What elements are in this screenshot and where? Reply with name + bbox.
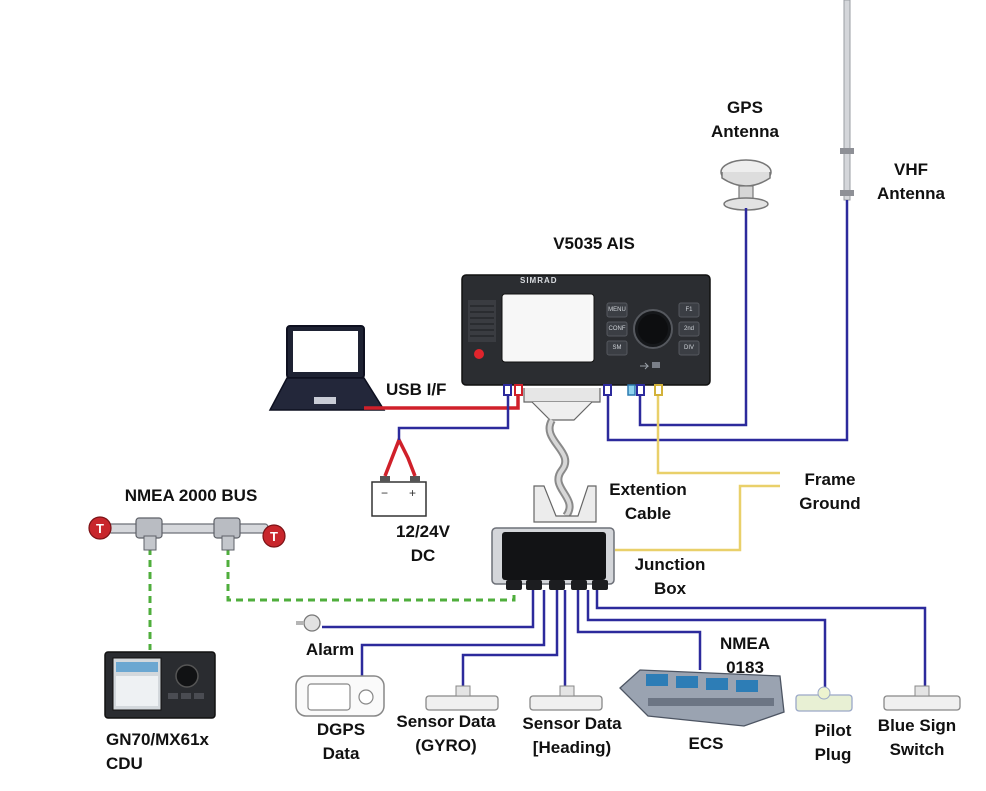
junction-box-label-line1: Junction <box>634 555 706 574</box>
cdu-label: GN70/MX61x CDU <box>106 728 209 776</box>
laptop-icon <box>268 325 386 411</box>
usb-label: USB I/F <box>386 380 447 399</box>
nmea0183-label-line2: 0183 <box>726 658 764 677</box>
dgps-label-line1: DGPS <box>316 720 366 739</box>
nmea2000-backbone: T T <box>88 516 286 551</box>
ais-unit-label: V5035 AIS <box>553 234 635 253</box>
frame-ground-label: Frame Ground <box>780 468 880 516</box>
ais-sm-button[interactable]: SM <box>612 345 622 351</box>
cdu-device <box>104 651 216 719</box>
junction-box <box>491 527 615 590</box>
ais-conf-button[interactable]: CONF <box>608 326 626 332</box>
power-label: 12/24V DC <box>378 520 468 568</box>
gps-antenna-label-line1: GPS <box>727 98 763 117</box>
pilot-plug <box>795 686 853 712</box>
ecs-label: ECS <box>688 734 724 753</box>
gyro-label-line1: Sensor Data <box>396 712 496 731</box>
gyro-label: Sensor Data (GYRO) <box>384 710 508 758</box>
gyro-sensor <box>425 685 499 711</box>
dgps-label: DGPS Data <box>296 718 386 766</box>
blue-sign-label-line2: Switch <box>889 740 945 759</box>
nmea0183-label-line1: NMEA <box>719 634 771 653</box>
alarm-label: Alarm <box>305 640 355 659</box>
dgps-label-line2: Data <box>322 744 360 763</box>
gyro-label-line2: (GYRO) <box>415 736 477 755</box>
extension-cable-label-line1: Extention <box>609 480 687 499</box>
power-label-line1: 12/24V <box>396 522 450 541</box>
ais-div-button[interactable]: DIV <box>683 345 694 351</box>
heading-label-line1: Sensor Data <box>522 714 622 733</box>
ais-f1-button[interactable]: F1 <box>685 307 693 313</box>
ecs-console <box>619 669 785 727</box>
svg-text:T: T <box>96 521 104 536</box>
ground-cables <box>615 390 780 552</box>
vhf-antenna <box>840 0 854 201</box>
ais-unit <box>461 274 711 386</box>
vhf-antenna-label-line1: VHF <box>894 160 928 179</box>
ais-menu-button[interactable]: MENU <box>608 307 626 313</box>
blue-sign-label-line1: Blue Sign <box>877 716 957 735</box>
pilot-plug-label-line1: Pilot <box>814 721 852 740</box>
extension-cable-label-line2: Cable <box>624 504 672 523</box>
gps-antenna-label: GPS Antenna <box>690 96 800 144</box>
extension-cable-label: Extention Cable <box>596 478 700 526</box>
blue-sign-label: Blue Sign Switch <box>864 714 970 762</box>
cdu-label-line2: CDU <box>106 754 143 773</box>
ais-2nd-button[interactable]: 2nd <box>683 326 694 332</box>
svg-text:+: + <box>409 486 416 500</box>
gps-antenna-label-line2: Antenna <box>711 122 779 141</box>
dgps-device <box>295 675 385 717</box>
svg-text:−: − <box>381 486 388 500</box>
frame-ground-label-line1: Frame <box>804 470 856 489</box>
heading-label: Sensor Data [Heading) <box>510 712 634 760</box>
junction-box-label: Junction Box <box>620 553 720 601</box>
extension-cable <box>523 388 601 523</box>
nmea2000-label: NMEA 2000 BUS <box>124 486 258 505</box>
pilot-plug-label: Pilot Plug <box>796 719 870 767</box>
ais-connectors <box>503 384 663 396</box>
battery-icon: − + <box>371 476 427 517</box>
svg-text:T: T <box>270 529 278 544</box>
pilot-plug-label-line2: Plug <box>814 745 852 764</box>
vhf-antenna-label: VHF Antenna <box>856 158 966 206</box>
heading-label-line2: [Heading) <box>532 738 612 757</box>
data-cables <box>322 200 927 690</box>
nmea2000-drop-cables <box>148 548 516 650</box>
frame-ground-label-line2: Ground <box>799 494 861 513</box>
junction-box-label-line2: Box <box>653 579 687 598</box>
vhf-antenna-label-line2: Antenna <box>877 184 945 203</box>
alarm-icon <box>296 614 321 632</box>
ais-brand-text: SIMRAD <box>520 276 558 285</box>
power-label-line2: DC <box>410 546 436 565</box>
nmea0183-label: NMEA 0183 <box>700 632 790 680</box>
heading-sensor <box>529 685 603 711</box>
blue-sign-switch <box>883 685 961 711</box>
gps-antenna <box>720 159 772 211</box>
cdu-label-line1: GN70/MX61x <box>106 730 209 749</box>
